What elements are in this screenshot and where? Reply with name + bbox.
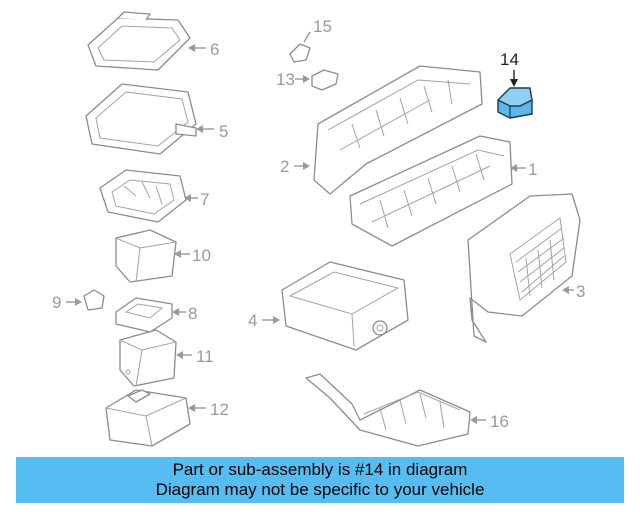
parts-diagram: 6 5 7 10 9 [52,11,585,447]
part-10-relay[interactable] [115,229,177,283]
part-15-clip[interactable] [289,43,311,63]
part-2-fuse-box-bracket[interactable] [313,65,483,195]
part-6-cover[interactable] [87,11,191,71]
info-banner: Part or sub-assembly is #14 in diagram D… [16,457,624,503]
part-12-large-relay[interactable] [105,389,191,447]
part-13-connector[interactable] [311,69,339,91]
callout-2: 2 [280,157,310,176]
banner-line-2: Diagram may not be specific to your vehi… [155,480,485,499]
callout-12: 12 [188,400,229,419]
svg-text:6: 6 [210,40,219,59]
svg-text:7: 7 [200,190,209,209]
callout-1: 1 [510,160,537,179]
part-16-bottom-plate[interactable] [305,373,471,447]
callout-13: 13 [276,70,310,89]
callout-15: 15 [303,17,332,43]
callout-5: 5 [196,122,228,141]
part-5-housing[interactable] [85,83,197,155]
svg-text:10: 10 [192,246,211,265]
part-1-fuse-block[interactable] [349,135,513,247]
callout-6: 6 [188,40,219,59]
part-4-module[interactable] [281,261,409,351]
svg-text:9: 9 [52,293,61,312]
callout-3: 3 [562,282,585,301]
part-3-cover[interactable] [467,193,581,343]
callout-9: 9 [52,293,82,312]
callout-16: 16 [470,412,509,431]
callout-8: 8 [172,304,197,323]
part-7-relay-plate[interactable] [99,169,187,223]
svg-text:5: 5 [219,122,228,141]
part-11-relay[interactable] [119,329,177,387]
svg-text:14: 14 [500,50,519,69]
svg-text:4: 4 [248,311,257,330]
banner-line-1: Part or sub-assembly is #14 in diagram [172,460,468,479]
callout-14: 14 [500,50,519,87]
svg-text:8: 8 [188,304,197,323]
callout-11: 11 [176,347,214,366]
svg-text:13: 13 [276,70,295,89]
svg-text:15: 15 [313,17,332,36]
part-8-relay-base[interactable] [115,297,173,333]
svg-text:12: 12 [210,400,229,419]
svg-text:3: 3 [576,282,585,301]
callout-10: 10 [174,246,211,265]
callout-7: 7 [184,190,209,209]
part-14-highlighted[interactable] [497,87,533,119]
svg-text:2: 2 [280,157,289,176]
svg-text:1: 1 [528,160,537,179]
svg-text:16: 16 [490,412,509,431]
callout-4: 4 [248,311,280,330]
svg-text:11: 11 [196,347,214,366]
part-9-fuse[interactable] [83,289,105,311]
